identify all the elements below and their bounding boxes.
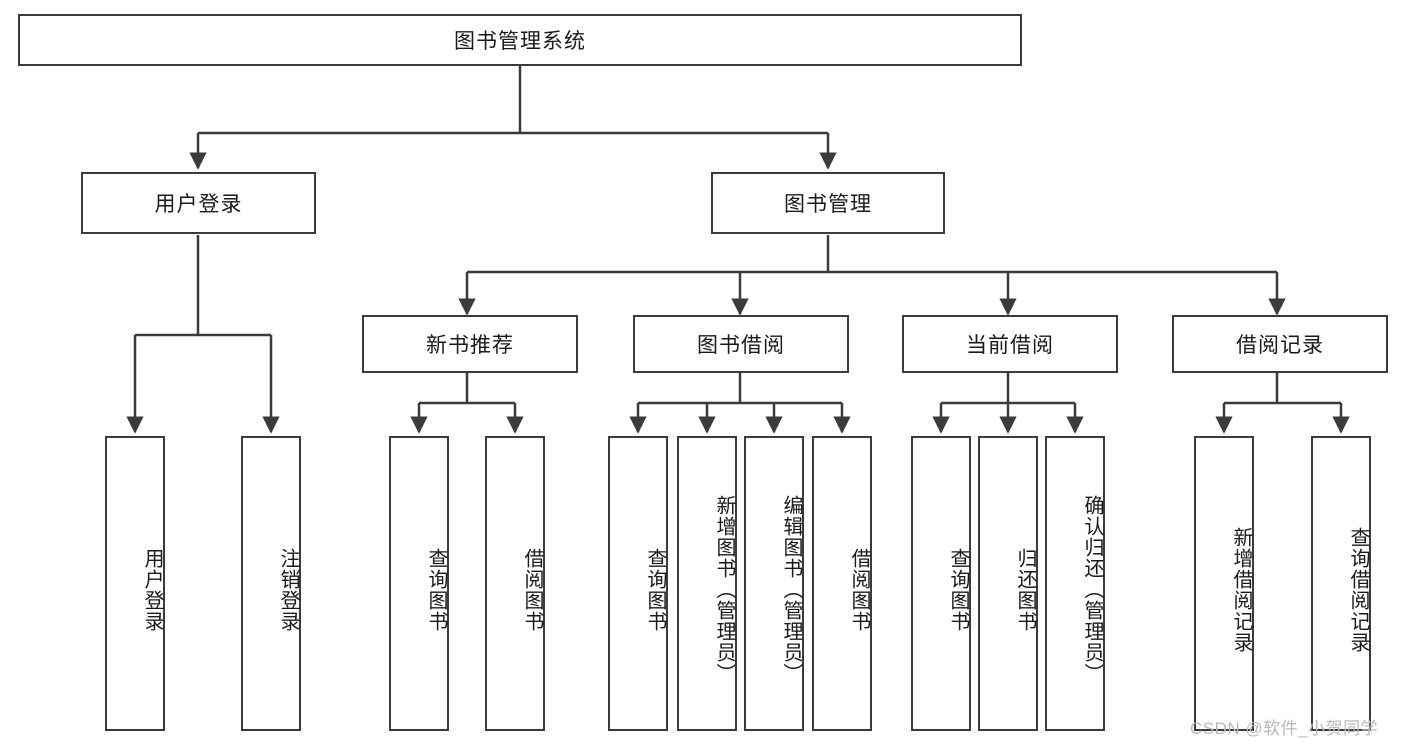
node-user-login[interactable]: 用户登录 <box>81 172 316 234</box>
node-leaf-borrow-book-2-label: 借阅图书 <box>848 547 870 632</box>
node-leaf-query-book-1-label: 查询图书 <box>425 547 447 632</box>
node-leaf-return-book-label: 归还图书 <box>1014 547 1036 632</box>
node-leaf-return-book[interactable]: 归还图书 <box>978 436 1038 731</box>
node-new-book-recommend-label: 新书推荐 <box>426 334 514 357</box>
node-leaf-query-book-2-label: 查询图书 <box>644 547 666 632</box>
node-leaf-borrow-book-1[interactable]: 借阅图书 <box>485 436 545 731</box>
node-leaf-user-logout-label: 注销登录 <box>277 547 299 632</box>
csdn-watermark: CSDN @软件_小贺同学 <box>1190 719 1379 738</box>
node-leaf-query-book-1[interactable]: 查询图书 <box>389 436 449 731</box>
node-new-book-recommend[interactable]: 新书推荐 <box>362 315 578 373</box>
node-book-borrow-label: 图书借阅 <box>697 334 785 357</box>
node-root[interactable]: 图书管理系统 <box>18 14 1022 66</box>
node-leaf-query-book-3-label: 查询图书 <box>947 547 969 632</box>
node-leaf-user-login-label: 用户登录 <box>141 547 163 632</box>
node-leaf-user-login[interactable]: 用户登录 <box>105 436 165 731</box>
node-borrow-record[interactable]: 借阅记录 <box>1172 315 1388 373</box>
node-leaf-query-book-3[interactable]: 查询图书 <box>911 436 971 731</box>
node-leaf-add-record-label: 新增借阅记录 <box>1230 526 1252 653</box>
node-leaf-add-book[interactable]: 新增图书（管理员） <box>677 436 737 731</box>
node-leaf-borrow-book-1-label: 借阅图书 <box>521 547 543 632</box>
node-leaf-user-logout[interactable]: 注销登录 <box>241 436 301 731</box>
node-leaf-add-book-label: 新增图书（管理员） <box>713 495 735 684</box>
node-leaf-borrow-book-2[interactable]: 借阅图书 <box>812 436 872 731</box>
node-leaf-add-record[interactable]: 新增借阅记录 <box>1194 436 1254 731</box>
node-leaf-query-book-2[interactable]: 查询图书 <box>608 436 668 731</box>
node-leaf-query-record[interactable]: 查询借阅记录 <box>1311 436 1371 731</box>
node-current-borrow[interactable]: 当前借阅 <box>902 315 1118 373</box>
node-leaf-edit-book-label: 编辑图书（管理员） <box>780 495 802 684</box>
node-current-borrow-label: 当前借阅 <box>966 334 1054 357</box>
node-book-management[interactable]: 图书管理 <box>711 172 945 234</box>
node-book-borrow[interactable]: 图书借阅 <box>633 315 849 373</box>
node-user-login-label: 用户登录 <box>154 193 243 216</box>
node-leaf-edit-book[interactable]: 编辑图书（管理员） <box>744 436 804 731</box>
node-book-management-label: 图书管理 <box>784 193 872 216</box>
node-leaf-query-record-label: 查询借阅记录 <box>1347 526 1369 653</box>
node-root-label: 图书管理系统 <box>454 30 586 53</box>
node-borrow-record-label: 借阅记录 <box>1236 334 1324 357</box>
node-leaf-confirm-return-label: 确认归还（管理员） <box>1081 495 1103 684</box>
node-leaf-confirm-return[interactable]: 确认归还（管理员） <box>1045 436 1105 731</box>
